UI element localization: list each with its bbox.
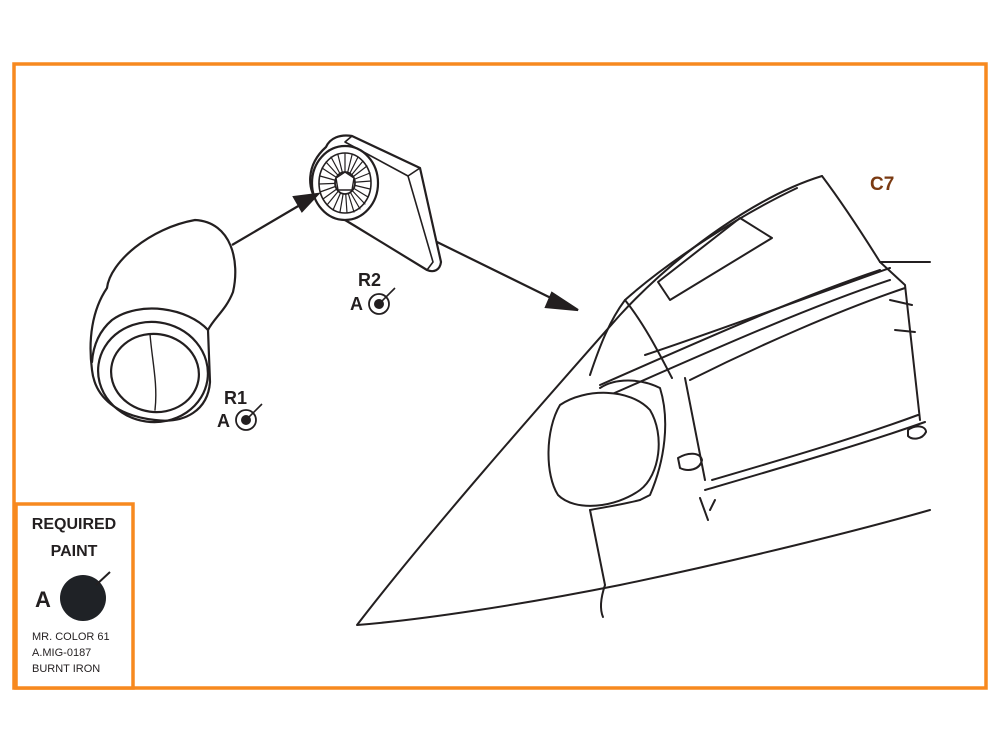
part-r1-paint-pointer [245,403,263,421]
part-label-r2: R2 A [350,270,396,315]
part-r2-paint-pointer [378,287,396,305]
arrow-r2-to-cockpit [436,241,556,301]
paint-legend-swatch [60,575,106,621]
paint-legend-line3: BURNT IRON [32,663,100,675]
part-r2-number: R2 [358,270,381,290]
part-r1-number: R1 [224,388,247,408]
assembly-arrows [231,192,579,312]
paint-legend-line2: A.MIG-0187 [32,647,91,659]
paint-legend-pointer [95,571,111,586]
arrow-r2-to-cockpit-head [544,291,579,312]
part-label-r1: R1 A [217,388,263,431]
paint-legend-title-line2: PAINT [51,543,98,560]
part-r1-drawing [89,218,237,424]
part-r2-drawing [309,134,443,273]
fuselage-nose-drawing [356,175,931,626]
paint-legend-line1: MR. COLOR 61 [32,631,110,643]
paint-legend-frame [14,502,135,690]
arrow-r1-to-r2 [231,204,301,246]
paint-legend-code: A [35,587,51,612]
arrow-r1-to-r2-head [292,192,321,213]
paint-legend: REQUIRED PAINT A MR. COLOR 61 A.MIG-0187… [14,502,135,690]
step-label: C7 [870,174,894,195]
part-r1-paint-code: A [217,411,230,431]
part-r2-paint-code: A [350,294,363,314]
step-frame [12,62,988,690]
paint-legend-title-line1: REQUIRED [32,516,116,533]
